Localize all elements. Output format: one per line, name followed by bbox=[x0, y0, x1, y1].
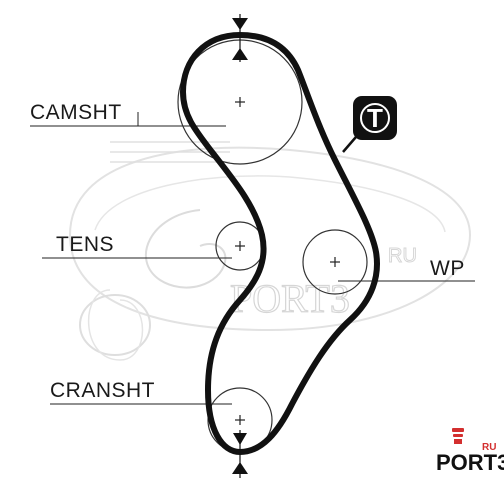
tensioner-center-mark bbox=[235, 241, 245, 251]
watermark-loop bbox=[88, 289, 144, 361]
crankshaft-label: CRANSHT bbox=[50, 379, 155, 402]
background-watermark: PORT3 RU bbox=[68, 141, 472, 361]
water-pump-label: WP bbox=[430, 257, 465, 280]
watermark-g-curl bbox=[144, 209, 227, 289]
watermark-brand: PORT3 bbox=[230, 276, 350, 321]
leader-lines bbox=[30, 112, 475, 405]
logo-brand: PORT3 bbox=[436, 450, 504, 475]
badge-letter: T bbox=[367, 103, 383, 133]
water-pump-center-mark bbox=[330, 257, 340, 267]
crankshaft-center-mark bbox=[235, 415, 245, 425]
pulley-centers bbox=[235, 97, 340, 425]
tensioner-label: TENS bbox=[56, 233, 114, 256]
corner-logo: PORT3 RU bbox=[436, 428, 504, 475]
badge-circle bbox=[360, 103, 390, 133]
timing-marks bbox=[232, 14, 248, 478]
watermark-swoosh-inner bbox=[94, 175, 446, 233]
watermark-suffix: RU bbox=[388, 245, 417, 267]
camshaft-center-mark bbox=[235, 97, 245, 107]
tensioner-badge: T bbox=[342, 96, 397, 153]
badge-box bbox=[353, 96, 397, 140]
camshaft-label: CAMSHT bbox=[30, 101, 122, 124]
labels: CAMSHT TENS WP CRANSHT bbox=[30, 101, 465, 402]
watermark-circle bbox=[79, 294, 151, 356]
logo-suffix: RU bbox=[482, 442, 496, 453]
water-pump-pulley bbox=[302, 229, 368, 295]
piston-icon bbox=[452, 428, 464, 444]
